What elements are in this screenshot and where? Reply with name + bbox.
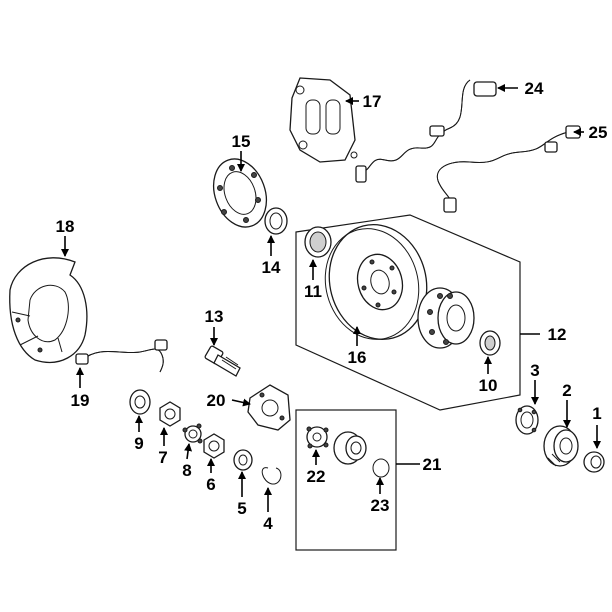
outer-seal: [515, 405, 539, 435]
callout-13: 13: [205, 307, 224, 326]
callout-6: 6: [206, 475, 215, 494]
callout-9: 9: [134, 434, 143, 453]
brake-rotor: [324, 223, 428, 341]
wheel-hub: [417, 287, 475, 349]
brake-caliper: [289, 77, 358, 163]
axle-shaft: [204, 345, 241, 377]
grease-cap: [583, 451, 605, 473]
callout-25: 25: [589, 123, 608, 142]
callout-17: 17: [363, 92, 382, 111]
callout-20: 20: [207, 391, 226, 410]
callout-23: 23: [371, 496, 390, 515]
retaining-ring: [372, 458, 390, 478]
callout-11: 11: [304, 282, 322, 301]
snap-ring: [261, 467, 282, 485]
outer-bearing-race: [304, 226, 332, 258]
callout-7: 7: [158, 448, 167, 467]
callout-8: 8: [182, 461, 191, 480]
hub-assembly-group-box: [295, 409, 397, 551]
thrust-washer: [233, 449, 253, 471]
callout-19: 19: [71, 391, 90, 410]
drive-flange: [333, 431, 367, 465]
dust-shield: [9, 257, 88, 364]
callout-22: 22: [307, 467, 326, 486]
inner-seal: [264, 207, 288, 235]
callout-16: 16: [348, 348, 367, 367]
brake-hose: [75, 339, 168, 373]
rotor-assembly-group-box: [295, 214, 521, 411]
callout-4: 4: [263, 514, 273, 533]
spacer-washer: [129, 389, 151, 415]
callout-24: 24: [525, 79, 544, 98]
leader-lines: [61, 84, 601, 512]
callout-1: 1: [592, 404, 601, 423]
inner-bearing: [479, 330, 501, 356]
callout-12: 12: [548, 325, 567, 344]
callout-2: 2: [562, 381, 571, 400]
callout-labels: 1 2 3 4 5 6 7 8 9 10 11 12 13 14 15 16 1…: [56, 79, 608, 533]
locking-hub: [543, 425, 579, 467]
callout-3: 3: [530, 361, 539, 380]
hub-gasket: [212, 158, 268, 228]
hub-flange: [306, 426, 329, 449]
callout-5: 5: [237, 499, 246, 518]
abs-sensor-wire-lower: [437, 125, 581, 213]
callout-18: 18: [56, 217, 75, 236]
steering-knuckle: [247, 384, 291, 431]
lock-washer: [182, 423, 203, 444]
abs-sensor-wire-upper: [355, 79, 497, 183]
lock-nut: [159, 401, 181, 427]
adjusting-nut: [203, 433, 225, 459]
callout-21: 21: [423, 455, 442, 474]
callout-10: 10: [479, 376, 498, 395]
callout-14: 14: [262, 258, 281, 277]
callout-15: 15: [232, 132, 251, 151]
